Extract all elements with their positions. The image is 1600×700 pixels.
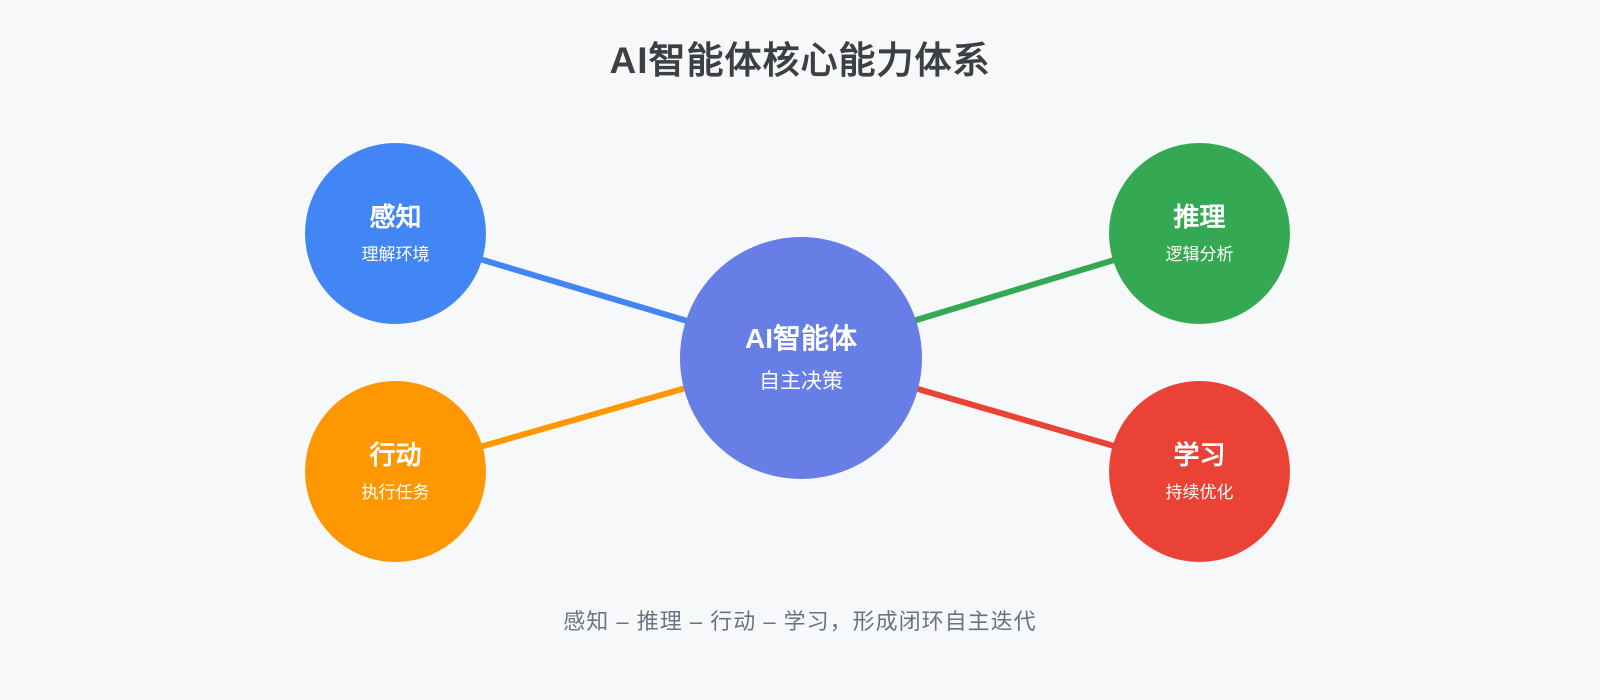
node-perception-label: 感知 — [369, 202, 422, 232]
node-learning-label: 学习 — [1173, 440, 1226, 470]
node-reasoning: 推理 逻辑分析 — [1109, 143, 1290, 324]
node-learning: 学习 持续优化 — [1109, 381, 1290, 562]
diagram-title: AI智能体核心能力体系 — [609, 40, 991, 81]
node-ai-agent: AI智能体 自主决策 — [680, 237, 922, 479]
node-action-label: 行动 — [369, 440, 422, 470]
diagram-caption: 感知 – 推理 – 行动 – 学习，形成闭环自主迭代 — [563, 609, 1037, 634]
node-learning-sublabel: 持续优化 — [1165, 483, 1234, 502]
node-ai-agent-label: AI智能体 — [744, 322, 857, 354]
node-action-sublabel: 执行任务 — [361, 483, 430, 502]
node-perception: 感知 理解环境 — [305, 143, 486, 324]
node-perception-sublabel: 理解环境 — [361, 245, 430, 264]
node-reasoning-label: 推理 — [1173, 202, 1226, 232]
node-ai-agent-sublabel: 自主决策 — [759, 369, 843, 393]
node-reasoning-sublabel: 逻辑分析 — [1165, 245, 1234, 264]
node-action: 行动 执行任务 — [305, 381, 486, 562]
